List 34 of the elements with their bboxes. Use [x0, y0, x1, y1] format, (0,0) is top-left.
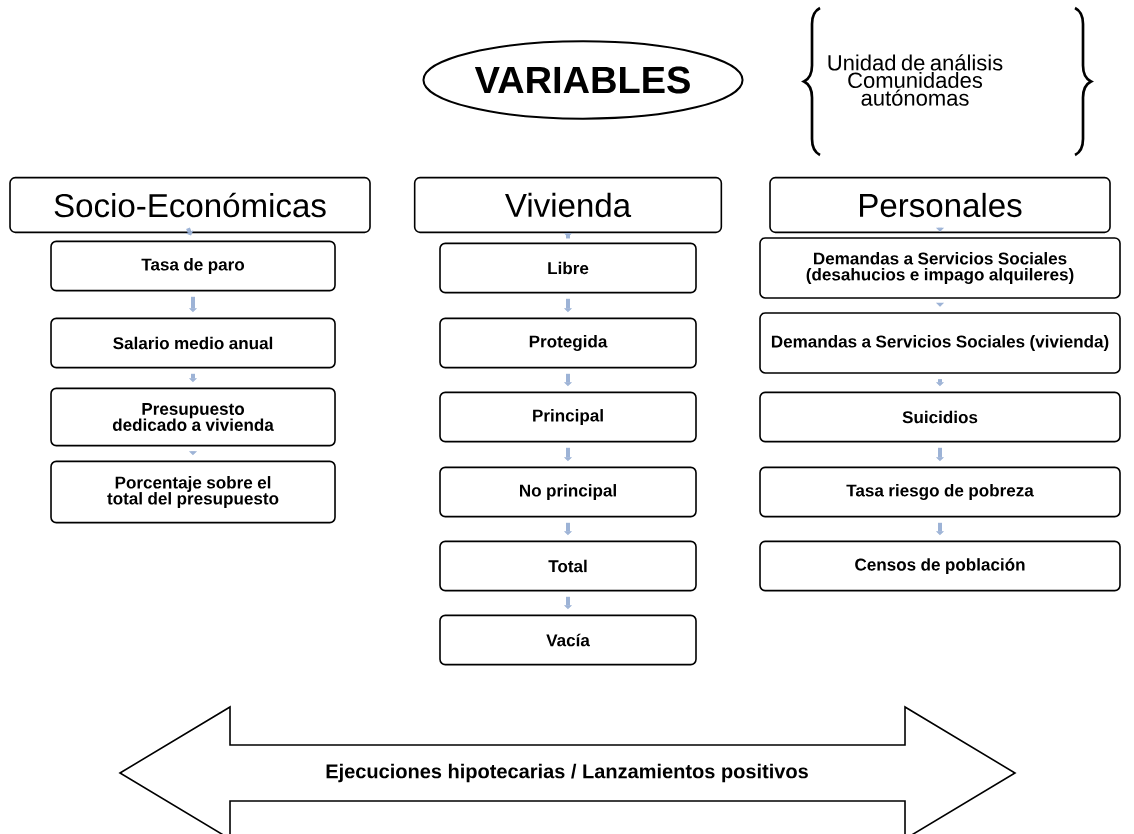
variable-box: Demandas a Servicios Sociales (vivienda) [759, 312, 1121, 374]
arrow [564, 233, 572, 239]
arrow [936, 379, 944, 386]
variable-box: No principal [439, 466, 697, 518]
variable-box: Protegida [439, 317, 697, 369]
variable-box: Censos de población [759, 540, 1121, 592]
arrow [564, 522, 572, 535]
arrow [564, 298, 572, 312]
variable-box: Total [439, 540, 697, 592]
variable-box: Suicidios [759, 391, 1121, 443]
arrow [564, 447, 572, 461]
category-box: Personales [769, 176, 1111, 234]
variable-box: Demandas a Servicios Sociales (desahucios e impago alquileres) [759, 237, 1121, 299]
arrow [564, 373, 572, 386]
note-text: Unidad de análisis Comunidades autónomas [828, 54, 1003, 106]
variable-box: Principal [439, 391, 697, 443]
arrow [936, 302, 944, 307]
variable-box: Presupuesto dedicado a vivienda [50, 387, 336, 447]
arrow [564, 596, 572, 609]
category-box: Vivienda [413, 176, 723, 234]
variable-box: Tasa de paro [50, 240, 336, 292]
arrow [186, 227, 193, 236]
arrow [189, 296, 197, 312]
variable-box: Porcentaje sobre el total del presupuesto [50, 460, 336, 524]
arrow [936, 227, 944, 232]
variable-box: Vacía [439, 614, 697, 666]
category-box: Socio-Económicas [9, 176, 371, 234]
arrow [936, 447, 944, 461]
variable-box: Libre [439, 242, 697, 294]
variable-box: Salario medio anual [50, 317, 336, 369]
variable-box: Tasa riesgo de pobreza [759, 466, 1121, 518]
arrow [189, 373, 197, 382]
arrow [189, 451, 197, 455]
arrow [936, 522, 944, 535]
